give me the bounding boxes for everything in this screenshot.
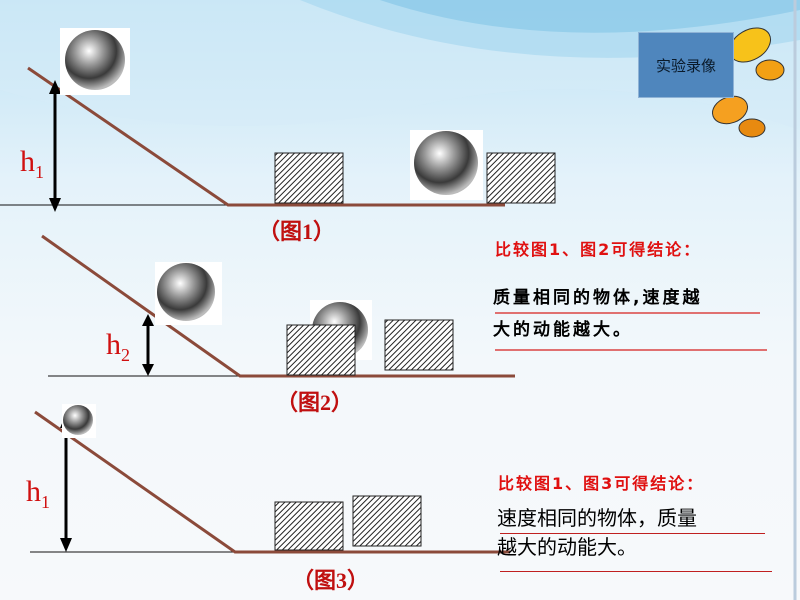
height-label-h1: h1 <box>20 145 44 182</box>
conclusion-1-text: 质量相同的物体,速度越大的动能越大。 <box>493 288 703 340</box>
height-label-h2: h2 <box>106 328 130 365</box>
figure-3-diagram <box>30 404 510 554</box>
conclusion-2-text: 速度相同的物体，质量越大的动能大。 <box>497 506 697 559</box>
underline <box>500 533 765 534</box>
figure-1-diagram <box>0 28 556 212</box>
underline <box>495 312 760 314</box>
figure-3-caption: （图3） <box>292 568 370 593</box>
figure-1-caption: （图1） <box>258 219 336 244</box>
height-label-h1-fig3: h1 <box>26 475 50 512</box>
conclusion-1-heading: 比较图1、图2可得结论： <box>495 240 702 259</box>
experiment-video-button[interactable]: 实验录像 <box>638 32 734 98</box>
figure-2-diagram <box>41 234 515 378</box>
figure-2-caption: （图2） <box>276 390 354 415</box>
underline <box>500 571 772 572</box>
underline <box>495 349 767 351</box>
butterfly-icon <box>712 27 785 138</box>
conclusion-2-heading: 比较图1、图3可得结论： <box>498 474 705 493</box>
